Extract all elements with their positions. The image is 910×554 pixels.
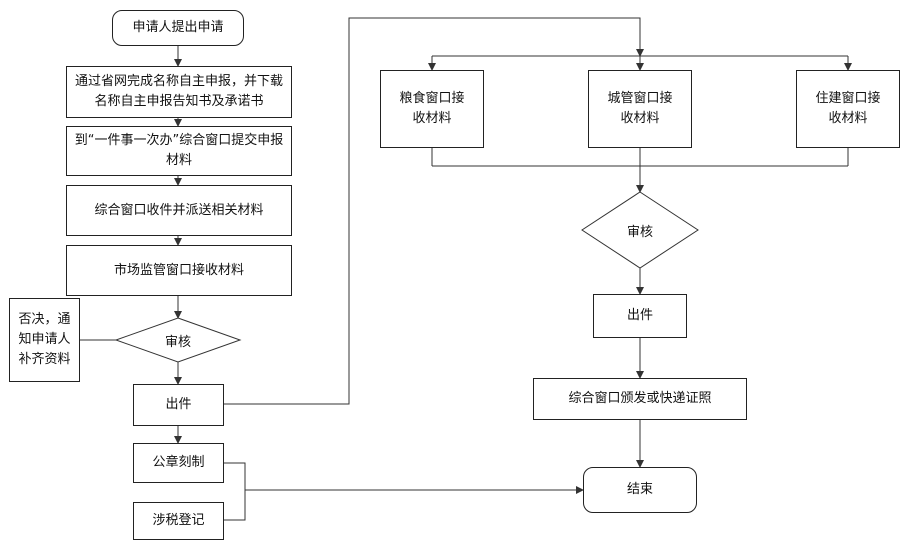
left-review-diamond: [114, 317, 242, 363]
step-name-declaration: 通过省网完成名称自主申报，并下载名称自主申报告知书及承诺书: [66, 66, 292, 118]
reject-note: 否决，通知申请人补齐资料: [9, 298, 80, 382]
step-receive-dispatch: 综合窗口收件并派送相关材料: [66, 185, 292, 236]
start-node: 申请人提出申请: [112, 10, 244, 46]
urban-window-node: 城管窗口接收材料: [588, 70, 692, 148]
grain-window-node: 粮食窗口接收材料: [380, 70, 484, 148]
left-issue-node: 出件: [133, 384, 224, 426]
end-node: 结束: [583, 467, 697, 513]
arrow-issue-to-right: [224, 17, 644, 405]
seal-engraving-node: 公章刻制: [133, 443, 224, 483]
deliver-license-node: 综合窗口颁发或快递证照: [533, 378, 747, 420]
left-review-label: 审核: [164, 334, 191, 350]
right-review-diamond: [581, 191, 699, 269]
right-issue-node: 出件: [593, 294, 687, 338]
step-submit-materials: 到“一件事一次办”综合窗口提交申报材料: [66, 126, 292, 176]
step-market-window: 市场监管窗口接收材料: [66, 245, 292, 296]
line-seal-tax-bracket: [224, 462, 246, 521]
housing-window-node: 住建窗口接收材料: [796, 70, 900, 148]
right-review-label: 审核: [626, 224, 653, 240]
tax-registration-node: 涉税登记: [133, 502, 224, 540]
